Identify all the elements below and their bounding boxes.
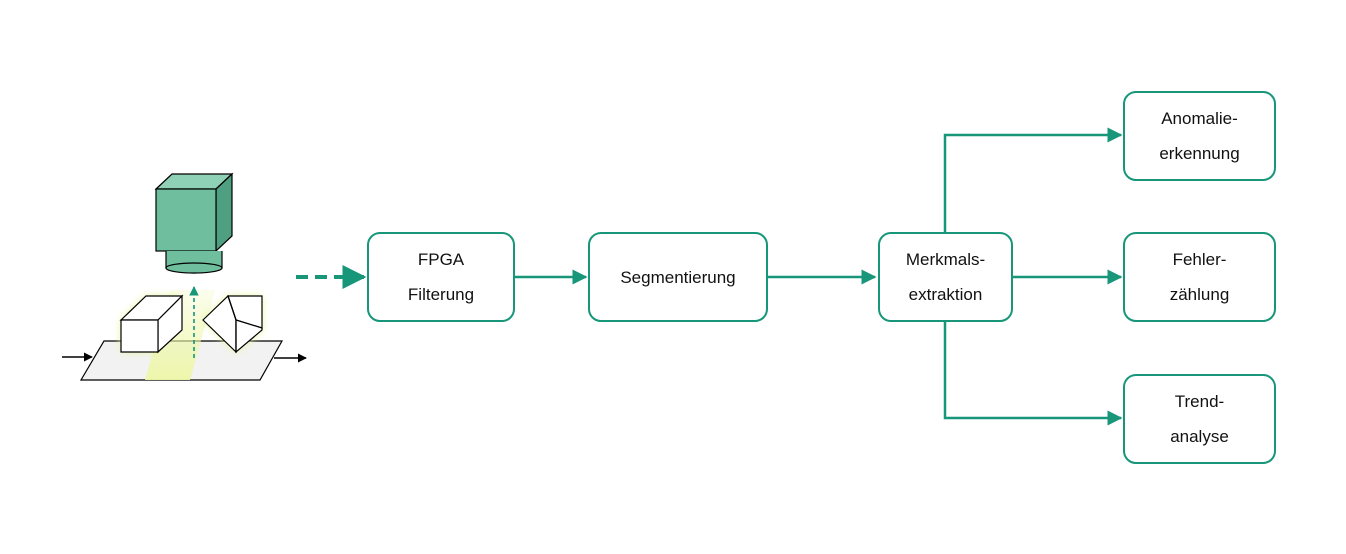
node-trend-line2: analyse xyxy=(1170,427,1229,446)
node-error-line1: Fehler- xyxy=(1172,250,1227,269)
inspected-object-left xyxy=(119,294,184,354)
node-feature-extraction: Merkmals- extraktion xyxy=(878,232,1013,322)
node-trend-analysis: Trend- analyse xyxy=(1123,374,1276,464)
node-fpga-line2: Filterung xyxy=(407,285,475,304)
node-trend-line1: Trend- xyxy=(1174,392,1225,411)
arrow-feature-to-anomaly xyxy=(943,127,1123,232)
node-anomaly-line2: erkennung xyxy=(1159,144,1240,163)
node-fpga-filtering: FPGA Filterung xyxy=(367,232,515,322)
node-error-count: Fehler- zählung xyxy=(1123,232,1276,322)
node-feature-line2: extraktion xyxy=(908,285,983,304)
node-anomaly-line1: Anomalie- xyxy=(1161,109,1238,128)
node-fpga-line1: FPGA xyxy=(417,250,465,269)
node-anomaly-detection: Anomalie- erkennung xyxy=(1123,91,1276,181)
inspected-object-right xyxy=(202,294,263,354)
node-segmentation: Segmentierung xyxy=(588,232,768,322)
node-error-line2: zählung xyxy=(1169,285,1230,304)
light-beam xyxy=(145,290,215,380)
node-segmentation-line1: Segmentierung xyxy=(620,267,736,287)
connectors xyxy=(296,127,1123,426)
node-feature-line1: Merkmals- xyxy=(905,250,986,269)
arrow-feature-to-trend xyxy=(943,322,1123,426)
camera-inspection-illustration xyxy=(62,172,307,381)
camera-icon xyxy=(154,172,234,274)
